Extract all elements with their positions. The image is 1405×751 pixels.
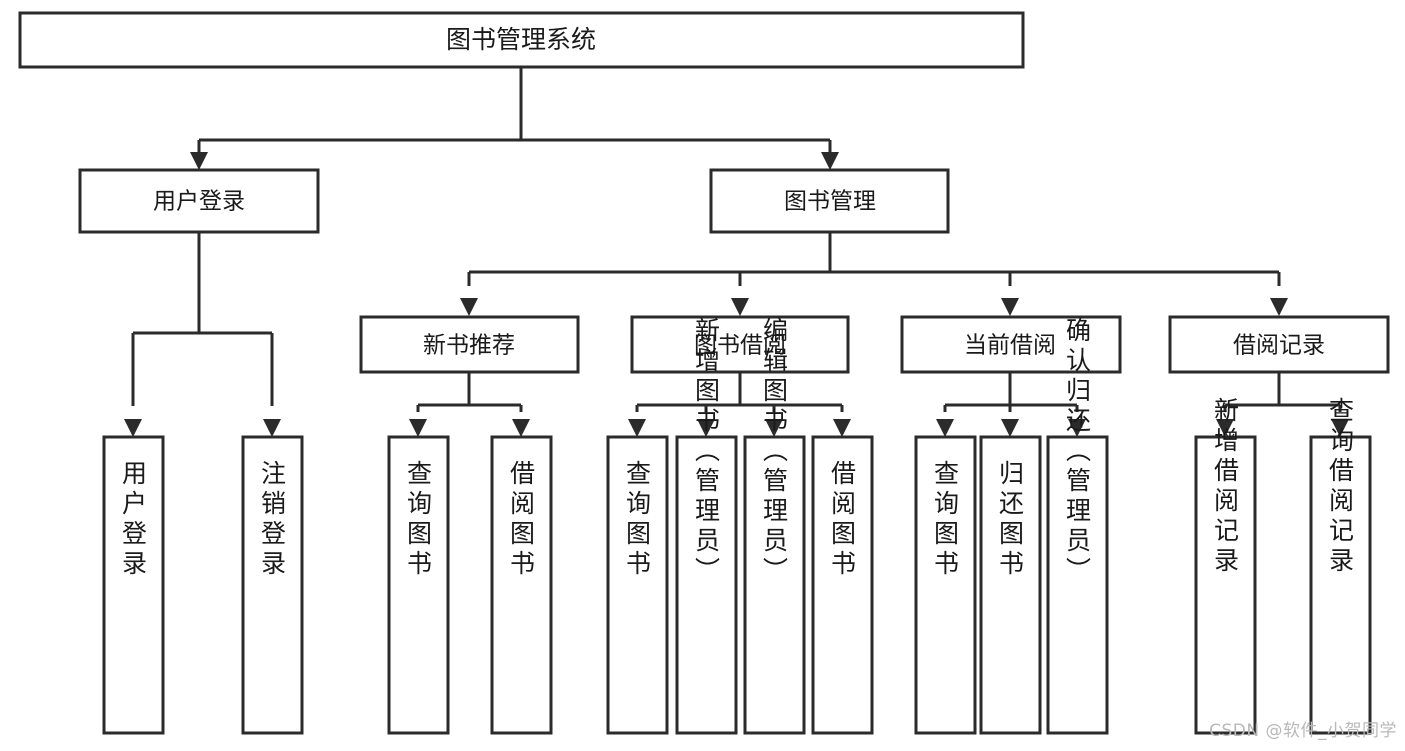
leaf-new-book-query-label: 查询图书	[404, 460, 433, 580]
node-book-borrow[interactable]: 图书借阅	[630, 315, 850, 374]
connector-user-login-to-leaves	[124, 232, 281, 437]
leaf-current-borrow-query[interactable]: 查询图书	[914, 435, 977, 735]
leaf-book-borrow-borrow-label: 借阅图书	[828, 460, 857, 580]
leaf-new-book-borrow[interactable]: 借阅图书	[490, 435, 553, 735]
leaf-new-book-borrow-label: 借阅图书	[507, 460, 536, 580]
leaf-borrow-record-query[interactable]: 查询借阅记录	[1309, 397, 1372, 735]
node-current-borrow[interactable]: 当前借阅	[900, 315, 1122, 374]
leaf-user-login-logout[interactable]: 注销登录	[241, 435, 304, 735]
leaf-current-borrow-return[interactable]: 归还图书	[979, 435, 1042, 735]
leaf-user-login-login[interactable]: 用户登录	[102, 435, 165, 735]
leaf-current-borrow-return-label: 归还图书	[996, 460, 1025, 580]
leaf-user-login-logout-label: 注销登录	[258, 460, 287, 580]
leaf-borrow-record-add[interactable]: 新增借阅记录	[1194, 397, 1257, 735]
node-book-management-label: 图书管理	[784, 189, 876, 215]
leaf-book-borrow-query-label: 查询图书	[623, 460, 652, 580]
leaf-new-book-query[interactable]: 查询图书	[387, 435, 450, 735]
connector-root-to-level2	[190, 67, 839, 170]
connector-book-borrow-to-leaves	[628, 372, 851, 437]
node-user-login[interactable]: 用户登录	[78, 168, 320, 234]
connector-current-borrow-to-leaves	[936, 372, 1086, 437]
connector-book-management-to-level3	[460, 232, 1288, 316]
leaf-borrow-record-add-label: 新增借阅记录	[1211, 397, 1240, 577]
node-new-book-recommend-label: 新书推荐	[423, 333, 515, 359]
node-book-management[interactable]: 图书管理	[709, 168, 950, 234]
leaf-borrow-record-query-label: 查询借阅记录	[1326, 397, 1355, 577]
node-root-book-management-system[interactable]: 图书管理系统	[18, 11, 1025, 69]
node-book-borrow-label: 图书借阅	[694, 333, 786, 359]
node-borrow-record[interactable]: 借阅记录	[1168, 315, 1390, 374]
leaf-current-borrow-query-label: 查询图书	[931, 460, 960, 580]
leaf-book-borrow-borrow[interactable]: 借阅图书	[811, 435, 874, 735]
node-borrow-record-label: 借阅记录	[1233, 333, 1325, 359]
connector-borrow-record-to-leaves	[1216, 372, 1349, 437]
leaf-book-borrow-query[interactable]: 查询图书	[606, 435, 669, 735]
node-root-label: 图书管理系统	[446, 25, 596, 54]
node-new-book-recommend[interactable]: 新书推荐	[359, 315, 580, 374]
leaf-current-borrow-confirm-label: 确认归还（管理员）	[1063, 317, 1092, 587]
leaf-book-borrow-add-label: 新增图书（管理员）	[692, 317, 721, 587]
node-current-borrow-label: 当前借阅	[964, 333, 1056, 359]
leaf-current-borrow-confirm[interactable]: 确认归还（管理员）	[1046, 317, 1109, 735]
leaf-book-borrow-add[interactable]: 新增图书（管理员）	[675, 317, 738, 735]
leaf-book-borrow-edit[interactable]: 编辑图书（管理员）	[743, 317, 806, 735]
leaf-book-borrow-edit-label: 编辑图书（管理员）	[760, 317, 789, 587]
node-user-login-label: 用户登录	[153, 189, 245, 215]
leaf-user-login-login-label: 用户登录	[119, 460, 148, 580]
connector-new-book-to-leaves	[409, 372, 530, 437]
